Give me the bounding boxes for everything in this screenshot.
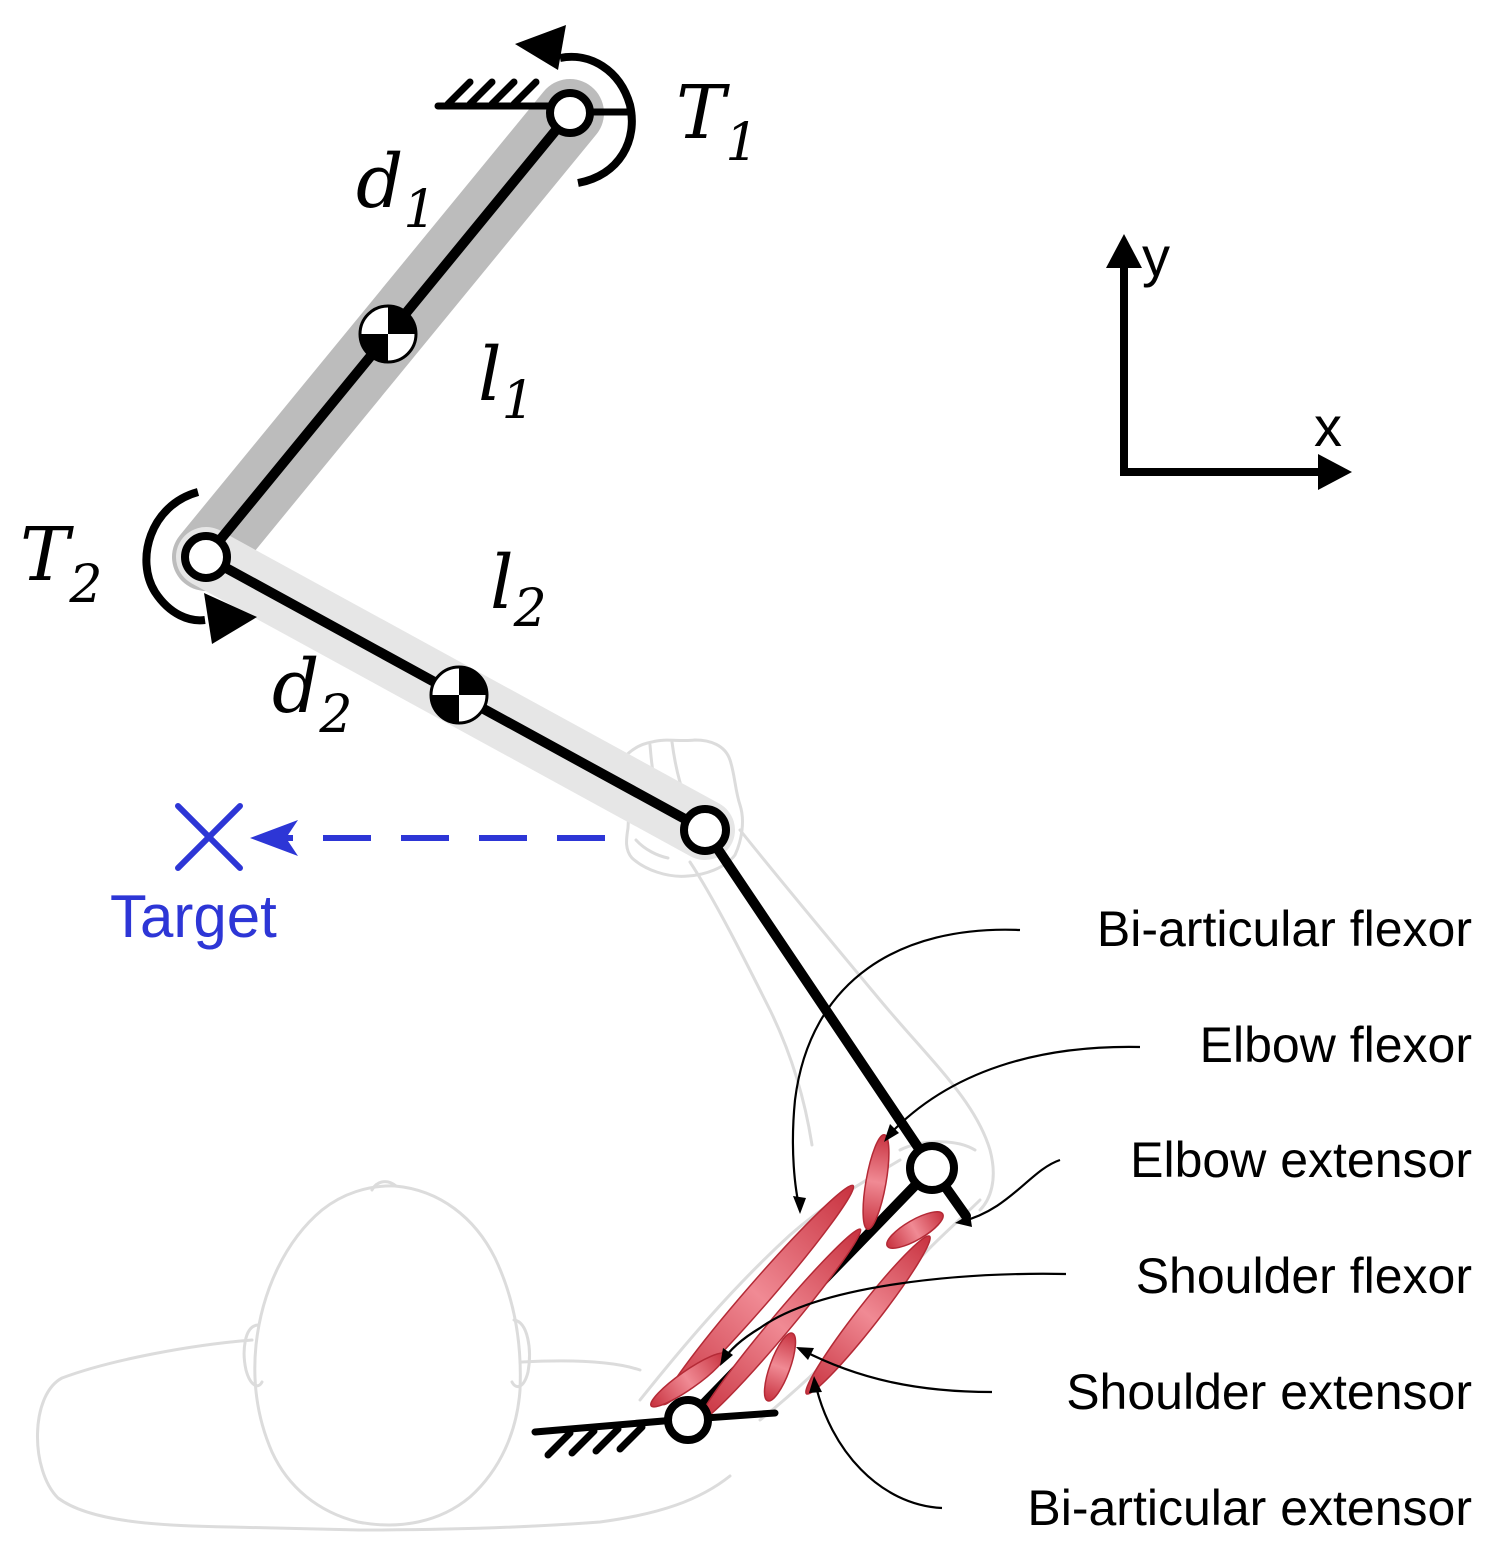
d2-label: d2 <box>272 644 352 745</box>
elbow-flexor-leader <box>887 1045 1141 1137</box>
l1-label: l1 <box>478 332 535 431</box>
elbow-joint-robot <box>181 532 231 582</box>
human-forearm-link <box>700 825 937 1173</box>
biarticular-flexor-leader <box>791 928 1021 1211</box>
y-axis-arrowhead <box>1106 234 1142 268</box>
top-ground-hatch-icon <box>434 78 634 116</box>
human-body-sketch <box>36 738 995 1532</box>
end-effector-joint <box>680 805 730 855</box>
target-label: Target <box>110 883 277 950</box>
leader-lines <box>720 928 1141 1510</box>
shoulder-extensor-leader-head <box>796 1347 814 1360</box>
x-axis-label: x <box>1314 395 1342 458</box>
human-elbow-joint <box>906 1142 958 1194</box>
human-shoulder-joint <box>664 1396 712 1444</box>
elbow-outline <box>898 1140 977 1152</box>
right-ear-sketch <box>510 1318 531 1389</box>
t2-torque-arrow-icon <box>142 488 257 644</box>
elbow-flexor-muscle <box>862 1133 890 1231</box>
t1-label: T1 <box>676 70 758 173</box>
x-axis-arrowhead <box>1318 454 1352 490</box>
t2-label: T2 <box>20 512 102 615</box>
shoulder-flexor-leader <box>721 1272 1067 1363</box>
biarticular-extensor-label: Bi-articular extensor <box>1027 1480 1472 1536</box>
elbow-flexor-leader-head <box>884 1124 899 1142</box>
biarticular-extensor-leader-head <box>809 1376 822 1393</box>
shoulder-extensor-label: Shoulder extensor <box>1066 1364 1472 1420</box>
right-shoulder-sketch <box>520 1359 642 1372</box>
shoulder-extensor-leader <box>801 1349 993 1394</box>
elbow-extensor-leader <box>959 1158 1061 1224</box>
coordinate-axes: y x <box>1106 225 1352 490</box>
y-axis-label: y <box>1142 225 1170 288</box>
bottom-ground-hatch-icon <box>531 1409 779 1459</box>
joints <box>181 89 958 1444</box>
center-of-mass-icon-lower <box>429 665 489 725</box>
biarticular-extensor-leader <box>813 1381 943 1510</box>
elbow-extensor-label: Elbow extensor <box>1130 1132 1472 1188</box>
shoulder-joint-top <box>546 89 594 137</box>
elbow-flexor-label: Elbow flexor <box>1200 1017 1472 1073</box>
elbow-extensor-leader-head <box>955 1214 972 1227</box>
elbow-extensor-muscle <box>886 1211 944 1249</box>
muscle-labels: Bi-articular flexor Elbow flexor Elbow e… <box>1027 901 1472 1536</box>
shoulder-flexor-label: Shoulder flexor <box>1136 1248 1472 1304</box>
biarticular-extensor-muscle <box>805 1235 931 1395</box>
target-group: Target <box>110 803 605 950</box>
left-ear-sketch <box>242 1323 264 1388</box>
t1-torque-arrow-icon <box>515 25 636 187</box>
forearm-outline-1 <box>688 860 814 1147</box>
target-x-cross-icon <box>175 803 243 871</box>
head-sketch <box>253 1184 522 1527</box>
d1-label: d1 <box>356 139 436 240</box>
center-of-mass-icon-upper <box>358 304 418 364</box>
forearm-outline-2 <box>738 828 995 1212</box>
shoulder-flexor-leader-head <box>720 1348 733 1366</box>
target-arrowhead <box>250 820 298 856</box>
hair-tuft-sketch <box>370 1180 398 1192</box>
biarticular-flexor-label: Bi-articular flexor <box>1097 901 1472 957</box>
biarticular-flexor-leader-head <box>793 1196 806 1214</box>
muscles <box>650 1133 944 1422</box>
hand-sketch <box>620 738 744 878</box>
shoulder-extensor-muscle <box>763 1332 797 1402</box>
l2-label: l2 <box>490 540 547 639</box>
torso-sketch <box>36 1338 732 1532</box>
